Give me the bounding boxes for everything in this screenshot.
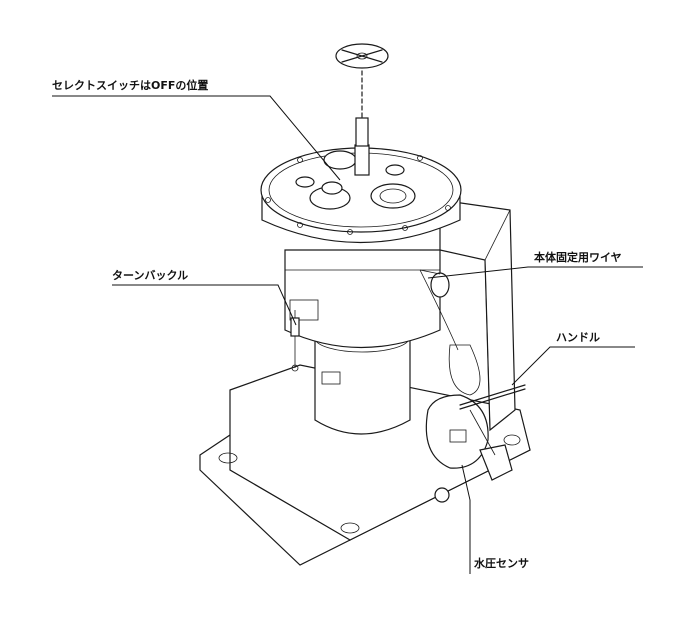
top-housing [260, 144, 462, 243]
fixing-wire [419, 269, 481, 396]
pressure-sensor-label: 水圧センサ [474, 557, 529, 570]
fixing-wire-label: 本体固定用ワイヤ [534, 251, 622, 264]
select-switch-label: セレクトスイッチはOFFの位置 [52, 79, 209, 92]
handle-label: ハンドル [556, 331, 600, 344]
side-fitting [419, 269, 450, 298]
pressure-sensor [425, 394, 513, 503]
turnbuckle-label: ターンバックル [112, 269, 189, 282]
bracket [439, 199, 516, 432]
turnbuckle [290, 310, 300, 372]
handle-rod [459, 384, 526, 456]
leader-lines [52, 95, 643, 574]
body-mid [284, 249, 441, 348]
handwheel [335, 43, 389, 147]
